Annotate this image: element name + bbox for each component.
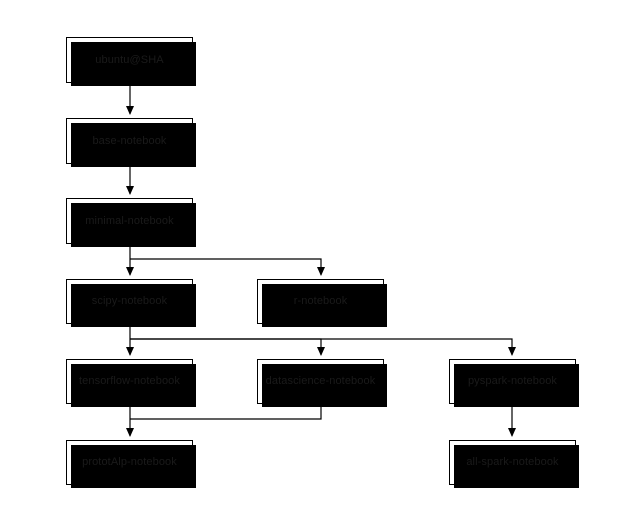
node-label: scipy-notebook bbox=[91, 295, 168, 307]
node-label: base-notebook bbox=[92, 134, 167, 147]
node-pyspark-notebook[interactable]: pyspark-notebook bbox=[449, 359, 579, 407]
edge-scipy-datascience bbox=[130, 338, 325, 356]
node-label: minimal-notebook bbox=[85, 214, 174, 227]
node-label: tensorflow-notebook bbox=[79, 375, 180, 387]
node-label: pyspark-notebook bbox=[467, 375, 558, 387]
node-minimal-notebook[interactable]: minimal-notebook bbox=[66, 198, 196, 247]
node-tensorflow-notebook[interactable]: tensorflow-notebook bbox=[66, 359, 196, 407]
node-prototalp-notebook[interactable]: prototAlp-notebook bbox=[66, 440, 196, 488]
node-all-spark-notebook[interactable]: all-spark-notebook bbox=[449, 440, 579, 488]
node-label: ubuntu@SHA bbox=[95, 53, 164, 66]
node-label: datascience-notebook bbox=[265, 375, 376, 387]
node-label: all-spark-notebook bbox=[466, 456, 559, 468]
node-base-notebook[interactable]: base-notebook bbox=[66, 118, 196, 167]
node-label: prototAlp-notebook bbox=[82, 456, 177, 468]
edge-scipy-pyspark bbox=[130, 338, 516, 356]
node-ubuntu[interactable]: ubuntu@SHA bbox=[66, 37, 196, 86]
node-scipy-notebook[interactable]: scipy-notebook bbox=[66, 279, 196, 327]
edge-minimal-r bbox=[130, 258, 325, 276]
node-r-notebook[interactable]: r-notebook bbox=[257, 279, 387, 327]
node-label: r-notebook bbox=[293, 295, 348, 307]
node-datascience-notebook[interactable]: datascience-notebook bbox=[257, 359, 387, 407]
